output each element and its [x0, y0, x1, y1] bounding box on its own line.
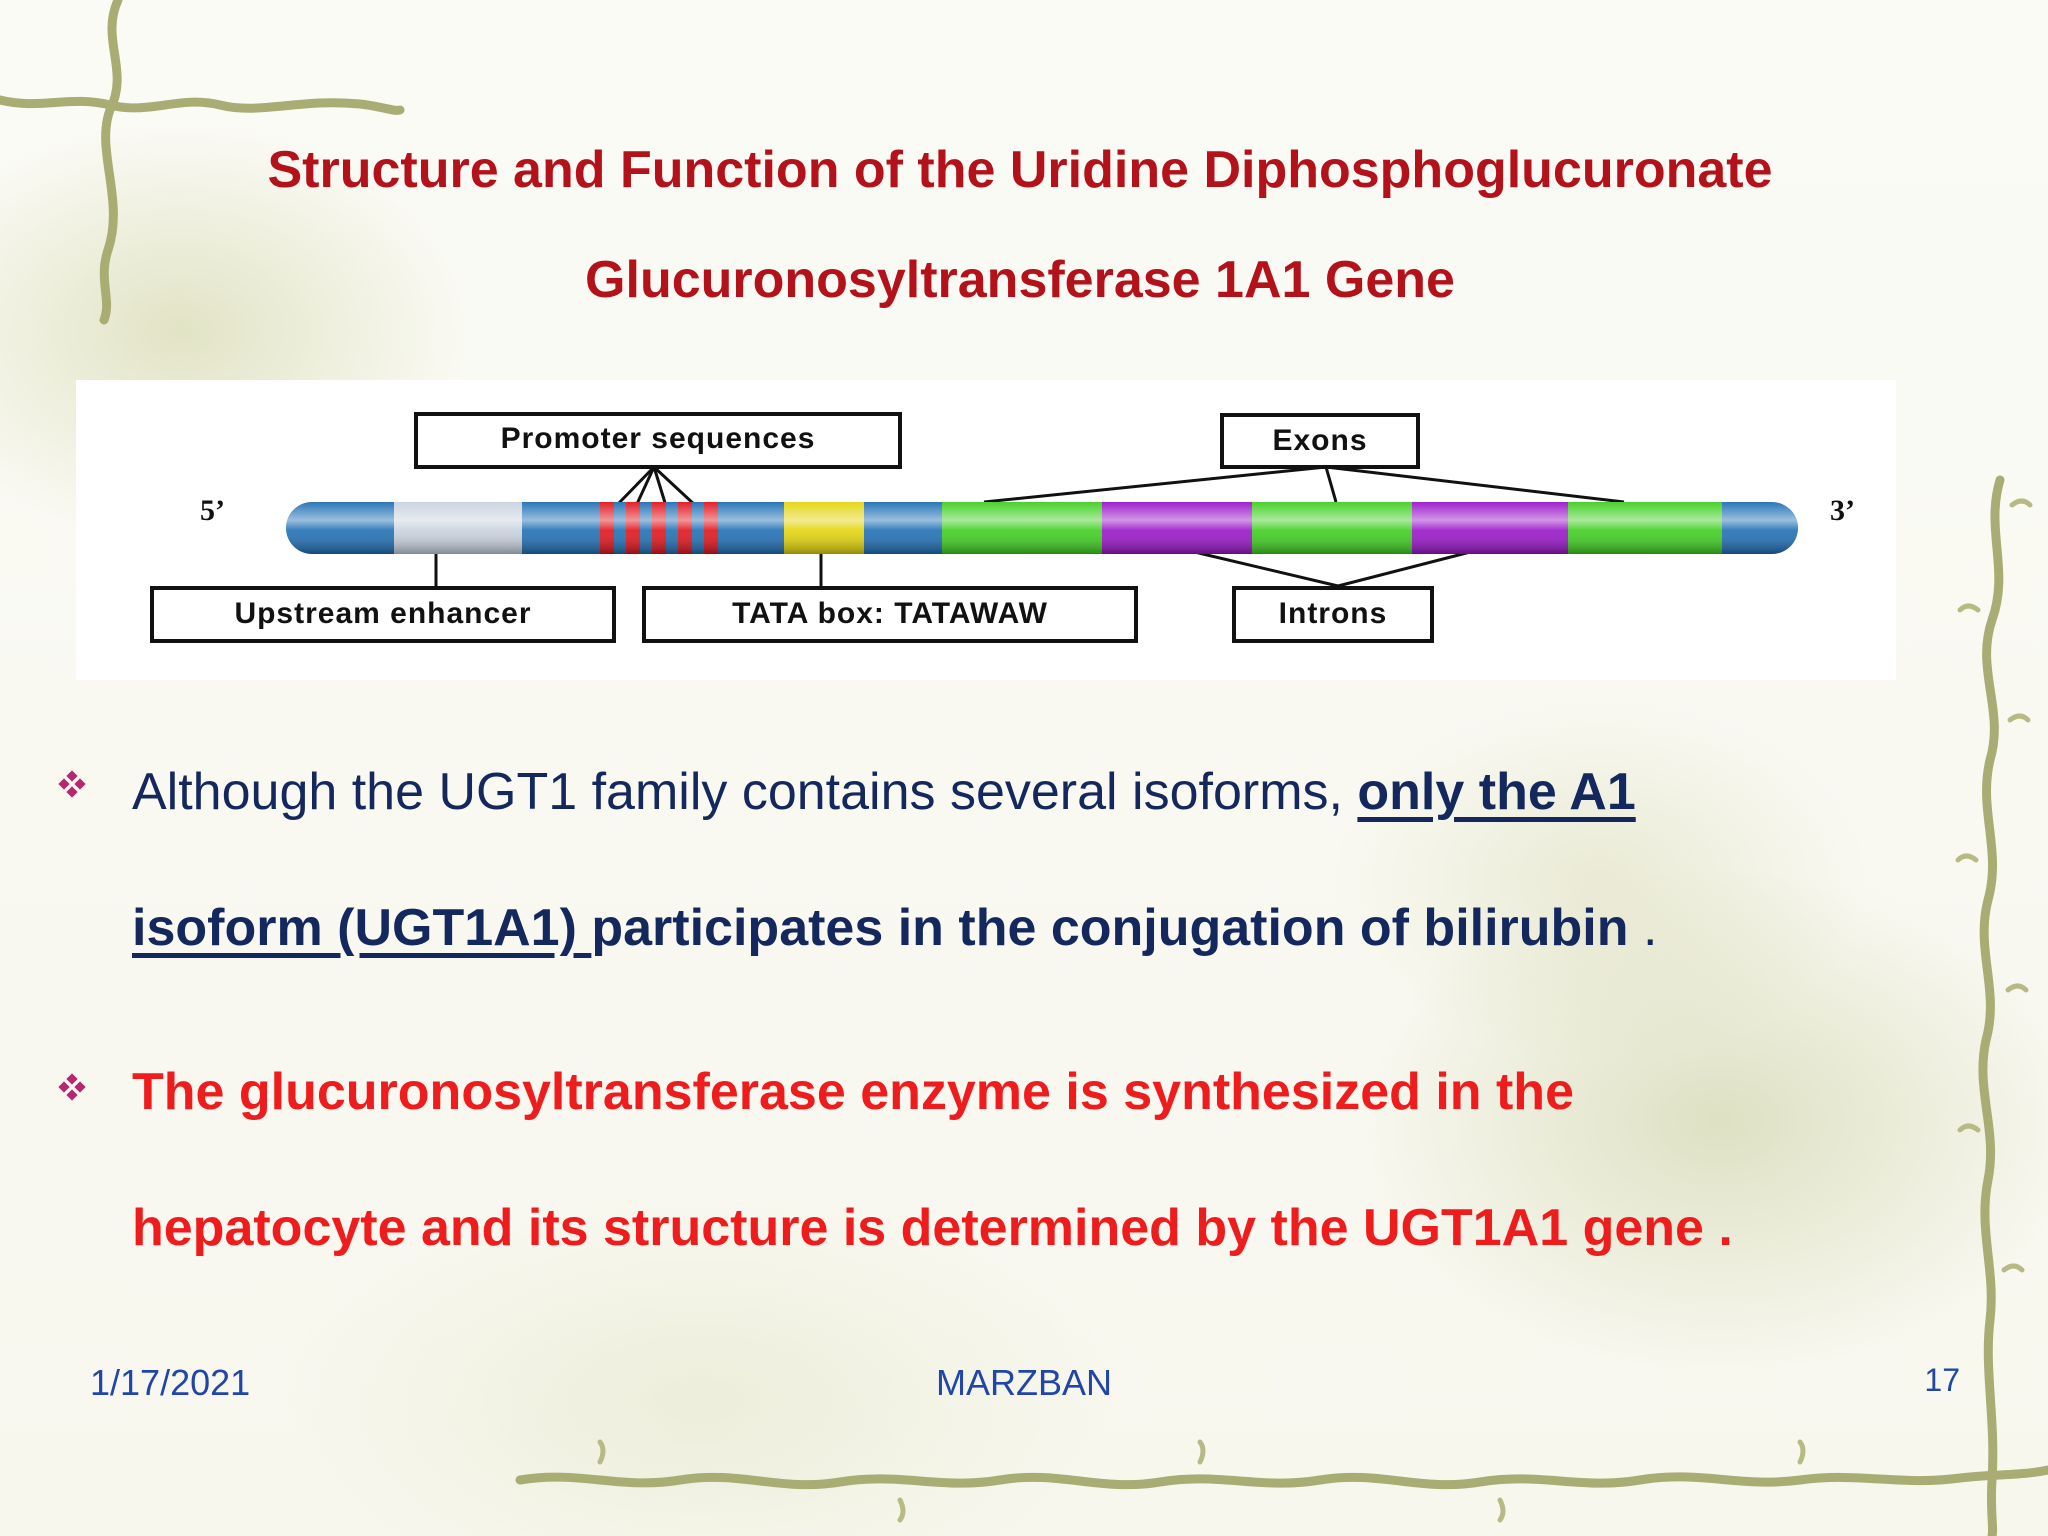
introns-label-box — [1232, 586, 1434, 643]
tata-label-box — [642, 586, 1138, 643]
bullet-text-2: The glucuronosyltransferase enzyme is sy… — [132, 1024, 1932, 1296]
promoter-label-box — [414, 412, 902, 469]
connector-lines — [434, 465, 1625, 588]
bullet-2-line-1: The glucuronosyltransferase enzyme is sy… — [132, 1063, 1574, 1121]
upstream-label-box — [150, 586, 616, 643]
bullet-2-line-2: hepatocyte and its structure is determin… — [132, 1199, 1733, 1257]
diamond-bullet-icon — [58, 770, 86, 798]
upstream-enhancer-label: Upstream enhancer — [234, 597, 531, 630]
slide-title-line-2: Glucuronosyltransferase 1A1 Gene — [585, 251, 1455, 309]
footer-page-number: 17 — [1924, 1362, 1960, 1398]
bullet-1-part-5: . — [1628, 899, 1658, 957]
bullet-1-highlight-a: only the A1 — [1357, 763, 1636, 821]
three-prime-label: 3’ — [1830, 494, 1855, 527]
exons-label: Exons — [1272, 424, 1367, 457]
slide-title-line-1: Structure and Function of the Uridine Di… — [267, 141, 1773, 199]
exons-label-box — [1220, 413, 1420, 469]
promoter-label: Promoter sequences — [501, 422, 816, 455]
tata-box-label: TATA box: TATAWAW — [732, 597, 1048, 630]
bullet-1-part-4: participates in the conjugation of bilir… — [591, 899, 1629, 957]
footer-author: MARZBAN — [935, 1362, 1112, 1403]
gene-tube — [286, 502, 1798, 554]
introns-label: Introns — [1279, 597, 1388, 630]
gene-structure-diagram: Promoter sequences Exons Upstream enhanc… — [76, 380, 1896, 680]
footer-date: 1/17/2021 — [90, 1362, 251, 1403]
bullet-text-1: Although the UGT1 family contains severa… — [132, 724, 1932, 996]
bullet-1-part-1: Although the UGT1 family contains severa… — [132, 763, 1358, 821]
bullet-1-highlight-b: isoform (UGT1A1) — [132, 899, 592, 957]
diamond-bullet-icon — [58, 1073, 86, 1101]
five-prime-label: 5’ — [200, 494, 225, 527]
